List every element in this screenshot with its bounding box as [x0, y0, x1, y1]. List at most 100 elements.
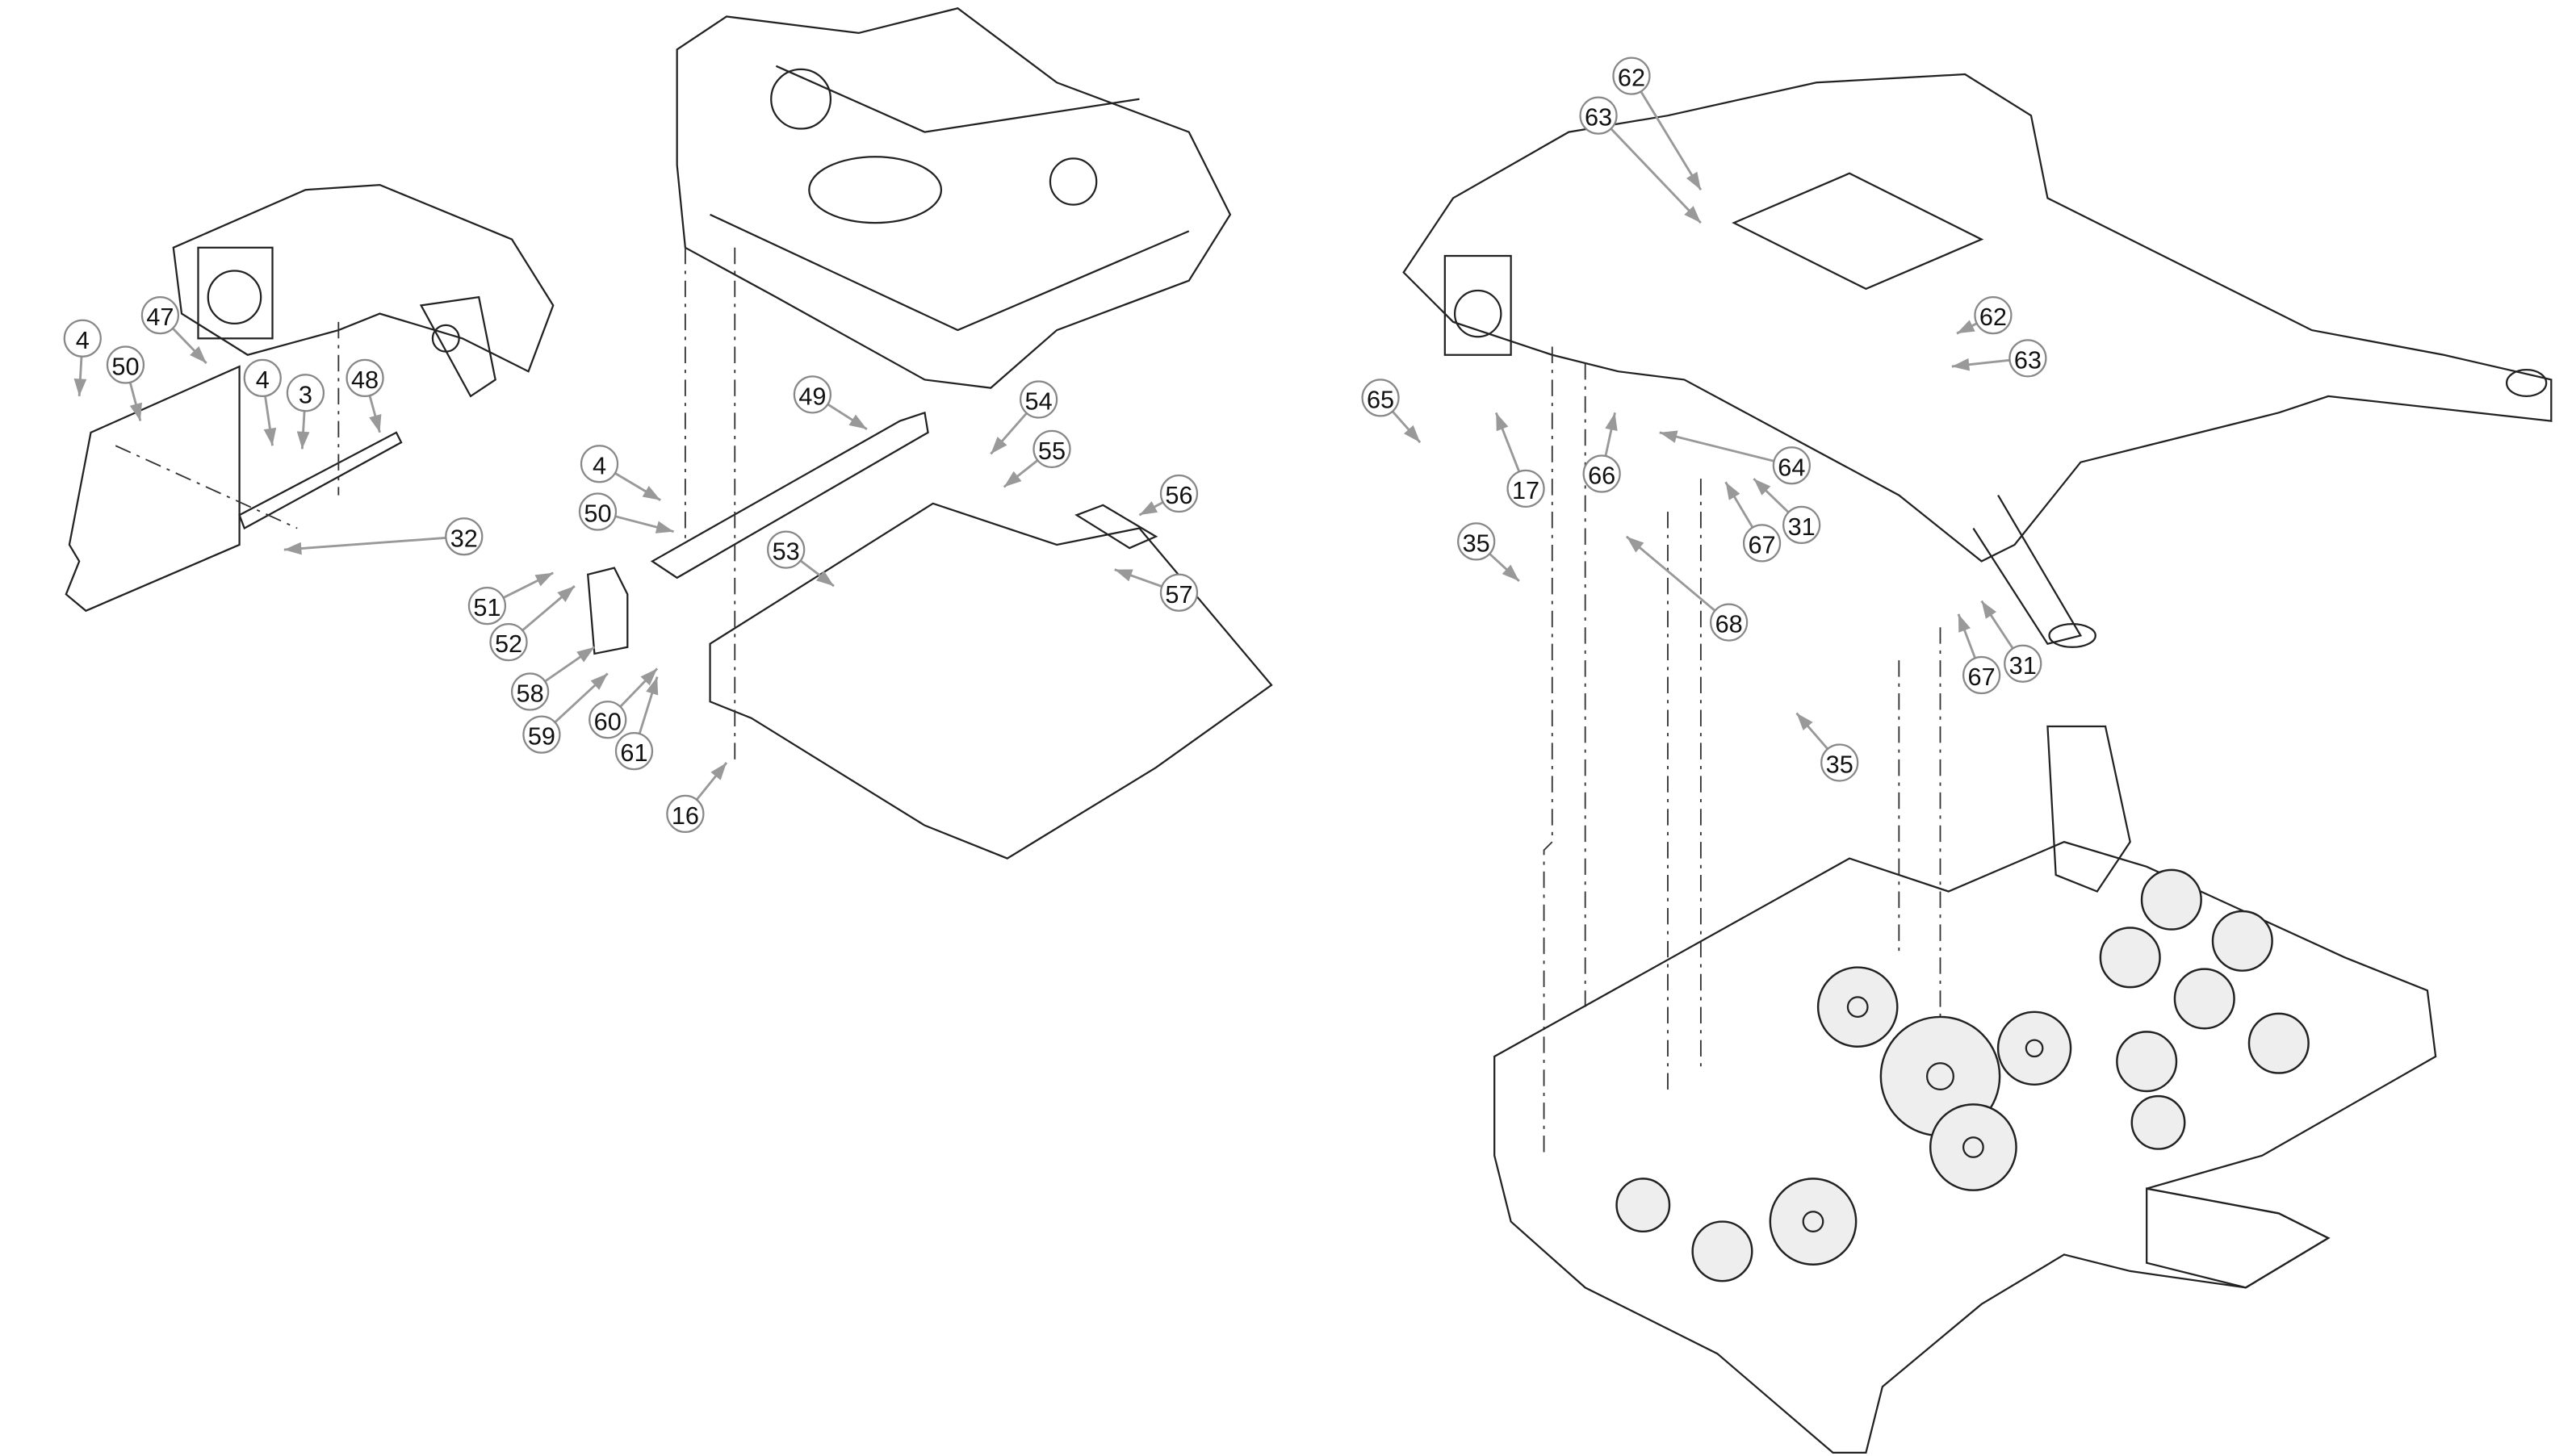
callout-35: 35: [1457, 522, 1496, 561]
arrowhead-icon: [1684, 206, 1701, 224]
callout-circle: [467, 587, 507, 625]
bracket-58: [587, 567, 629, 655]
callout-number: 4: [76, 326, 90, 354]
callout-62: 62: [1974, 296, 2013, 335]
arrowhead-icon: [1958, 613, 1971, 633]
callout-circle: [1974, 296, 2013, 335]
callout-50: 50: [578, 492, 618, 531]
callout-number: 47: [146, 303, 174, 331]
callout-number: 50: [584, 500, 611, 528]
callout-circle: [1962, 655, 2001, 695]
arrowhead-icon: [1686, 171, 1701, 190]
arrowhead-icon: [73, 378, 87, 396]
callout-50: 50: [106, 345, 145, 384]
callout-number: 4: [593, 451, 606, 479]
leader-line: [283, 535, 464, 551]
callout-35: 35: [1820, 743, 1859, 782]
callout-number: 59: [528, 722, 555, 751]
callout-number: 35: [1826, 750, 1853, 778]
callout-number: 61: [620, 738, 647, 767]
arrowhead-icon: [655, 521, 674, 533]
left-frame-detail: [172, 183, 555, 398]
callout-circle: [1457, 522, 1496, 561]
callout-66: 66: [1582, 454, 1621, 493]
callout-circle: [614, 732, 654, 771]
arrowhead-icon: [1496, 412, 1509, 432]
arrowhead-icon: [848, 414, 867, 429]
callout-67: 67: [1962, 655, 2001, 695]
callout-31: 31: [1782, 505, 1821, 545]
callout-circle: [580, 445, 619, 483]
callout-3: 3: [286, 374, 325, 412]
callout-60: 60: [589, 701, 627, 739]
callout-circle: [1579, 96, 1618, 135]
callout-circle: [1742, 524, 1782, 563]
callout-62: 62: [1612, 56, 1651, 95]
callout-circle: [1159, 573, 1199, 612]
arrowhead-icon: [1659, 430, 1678, 443]
callout-circle: [489, 623, 528, 662]
arrowhead-icon: [190, 346, 207, 363]
floor-pan-53: [709, 502, 1273, 860]
callout-circle: [1361, 379, 1400, 417]
callout-circle: [1612, 56, 1651, 95]
callout-number: 49: [798, 382, 826, 410]
arrowhead-icon: [642, 485, 661, 500]
callout-63: 63: [2008, 339, 2047, 378]
callout-number: 62: [1618, 64, 1645, 92]
callout-54: 54: [1020, 380, 1058, 419]
callout-circle: [1782, 505, 1821, 545]
plate-56: [1074, 504, 1158, 550]
rear-frame: [1402, 73, 2553, 648]
arrowhead-icon: [534, 572, 554, 587]
callout-number: 51: [473, 593, 501, 621]
callout-61: 61: [614, 732, 654, 771]
callout-number: 55: [1038, 437, 1066, 465]
arrowhead-icon: [1951, 358, 1971, 371]
callout-circle: [286, 374, 325, 412]
mower-deck: [1493, 725, 2437, 1454]
callout-circle: [1159, 474, 1199, 513]
callout-number: 58: [517, 680, 544, 708]
callout-circle: [445, 517, 484, 556]
callout-circle: [140, 296, 180, 335]
callout-55: 55: [1032, 429, 1071, 468]
callout-number: 62: [1979, 303, 2007, 331]
callout-number: 68: [1715, 610, 1743, 638]
callout-number: 54: [1025, 387, 1053, 416]
callout-4: 4: [63, 319, 102, 358]
arrowhead-icon: [576, 646, 595, 663]
callout-circle: [2008, 339, 2047, 378]
arrowhead-icon: [129, 402, 142, 421]
arrowhead-icon: [1956, 320, 1975, 334]
callout-circle: [589, 701, 627, 739]
arrowhead-icon: [710, 762, 727, 780]
arrowhead-icon: [1114, 569, 1133, 582]
arrowhead-icon: [816, 570, 834, 587]
callout-63: 63: [1579, 96, 1618, 135]
callout-circle: [793, 375, 832, 414]
callout-53: 53: [767, 530, 806, 569]
callout-number: 31: [2009, 651, 2037, 680]
arrowhead-icon: [991, 437, 1007, 454]
arrowhead-icon: [646, 676, 659, 696]
callout-circle: [1772, 446, 1812, 485]
callout-49: 49: [793, 375, 832, 414]
callout-circle: [1506, 469, 1545, 508]
main-frame-top: [676, 7, 1232, 389]
callout-number: 64: [1778, 453, 1805, 481]
callout-number: 4: [256, 366, 270, 394]
arrowhead-icon: [1626, 536, 1644, 553]
callout-32: 32: [445, 517, 484, 556]
callout-number: 65: [1367, 385, 1394, 413]
leader-line: [1598, 115, 1702, 224]
side-panel-47: [65, 365, 241, 613]
callout-number: 35: [1463, 529, 1490, 557]
callout-circle: [767, 530, 806, 569]
callout-47: 47: [140, 296, 180, 335]
leader-line: [1659, 431, 1792, 467]
callout-68: 68: [1710, 603, 1749, 642]
strip-48: [238, 431, 403, 530]
leader-line: [1630, 75, 1703, 190]
